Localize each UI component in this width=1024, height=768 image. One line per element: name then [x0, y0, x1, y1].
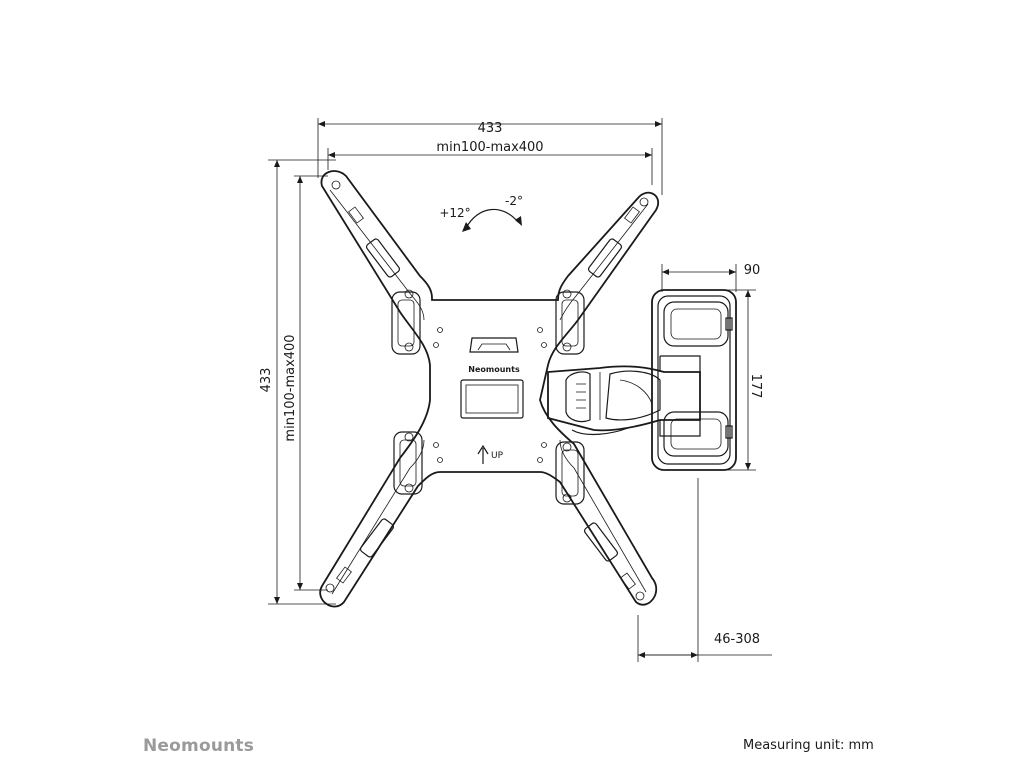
- vesa-x-plate: Neomounts UP: [319, 170, 659, 608]
- footer-brand-logo: Neomounts: [143, 736, 255, 756]
- swing-arm: [547, 355, 701, 437]
- tilt-backward-label: -2°: [505, 194, 523, 208]
- depth-label: 90: [744, 263, 761, 278]
- arm-top-right: [555, 197, 649, 355]
- top-vesa-dimension: min100-max400: [327, 140, 653, 185]
- tilt-indicator: +12° -2°: [439, 194, 523, 232]
- left-total-dimension: 433: [259, 159, 336, 605]
- arm-bottom-left: [325, 431, 423, 593]
- top-vesa-label: min100-max400: [436, 140, 543, 155]
- top-total-dimension: 433: [317, 118, 663, 195]
- center-plate: Neomounts UP: [433, 327, 547, 464]
- height-dimension: 177: [724, 289, 763, 471]
- top-total-label: 433: [478, 121, 503, 136]
- wall-plate: [651, 289, 737, 471]
- arm-top-left: [331, 180, 421, 355]
- left-vesa-dimension: min100-max400: [283, 175, 328, 591]
- arm-bottom-right: [555, 441, 645, 601]
- left-total-label: 433: [259, 368, 274, 393]
- left-vesa-label: min100-max400: [283, 334, 298, 441]
- plate-logo: Neomounts: [468, 365, 520, 374]
- measuring-unit-note: Measuring unit: mm: [743, 738, 874, 753]
- wall-distance-dimension: 46-308: [637, 478, 772, 662]
- height-label: 177: [748, 374, 763, 399]
- tilt-forward-label: +12°: [439, 206, 470, 220]
- up-label: UP: [491, 451, 504, 461]
- depth-dimension: 90: [661, 263, 761, 292]
- wall-distance-label: 46-308: [714, 632, 760, 647]
